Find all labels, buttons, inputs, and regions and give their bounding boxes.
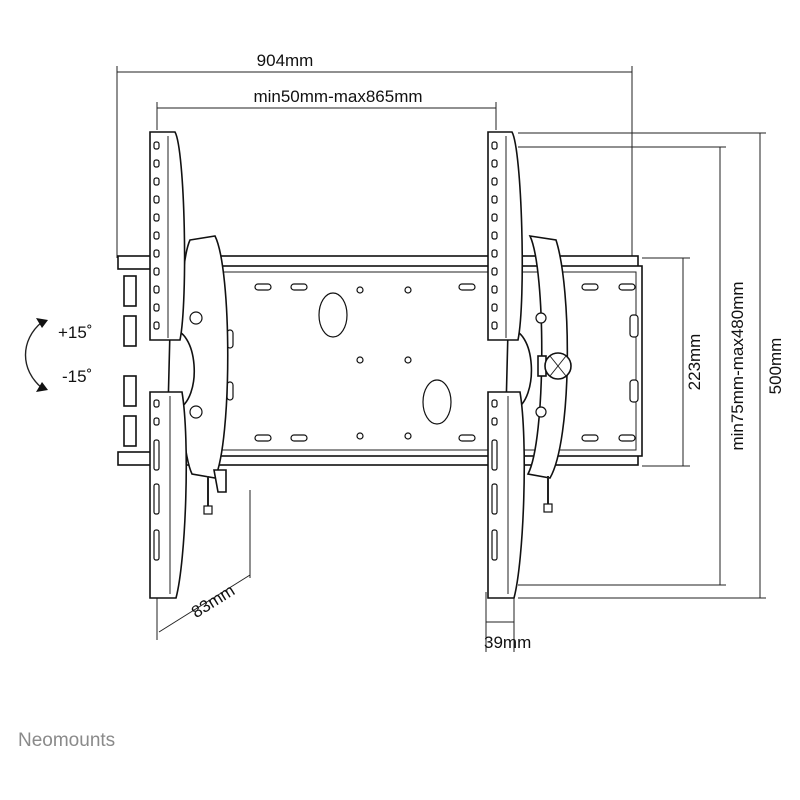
wall-plate-small-holes	[356, 286, 412, 440]
wall-plate-top-slots	[254, 283, 636, 291]
arm-thickness-label: 39mm	[484, 633, 531, 652]
hole-spacing-height-dimension: min75mm-max480mm	[518, 146, 747, 586]
wall-plate	[211, 265, 643, 457]
wall-plate-oval-hole	[422, 379, 452, 425]
overall-width-label: 904mm	[257, 51, 314, 70]
wall-plate-body	[211, 265, 643, 457]
right-mounting-arm	[487, 131, 572, 599]
right-tilt-knob-icon	[537, 352, 572, 380]
brand-logo: Neomounts	[18, 730, 115, 751]
tilt-up-label: +15˚	[58, 323, 93, 342]
tilt-indicator: +15˚ -15˚	[24, 318, 93, 392]
tilt-arc-arrow-icon	[24, 321, 43, 389]
wall-distance-label: 83mm	[188, 581, 238, 622]
arm-thickness-dimension: 39mm	[484, 592, 531, 652]
right-arm-holes	[491, 141, 498, 330]
hole-spacing-width-dimension: min50mm-max865mm	[156, 87, 497, 130]
tilt-down-label: -15˚	[62, 367, 92, 386]
plate-height-label: 223mm	[685, 334, 704, 391]
left-tilt-bolt-icon	[189, 311, 203, 325]
right-safety-screw-icon	[543, 503, 553, 513]
wall-plate-bottom-slots	[254, 434, 636, 442]
overall-height-dimension: 500mm	[518, 132, 785, 599]
plate-height-dimension: 223mm	[642, 257, 704, 467]
wall-plate-oval-hole	[318, 292, 348, 338]
left-mounting-arm	[149, 131, 229, 599]
overall-width-dimension: 904mm	[116, 51, 633, 258]
hole-spacing-width-label: min50mm-max865mm	[253, 87, 422, 106]
hole-spacing-height-label: min75mm-max480mm	[728, 281, 747, 450]
overall-height-label: 500mm	[766, 338, 785, 395]
left-spacer-blocks	[123, 275, 137, 447]
left-arm-holes	[153, 141, 160, 330]
left-safety-screw-icon	[203, 505, 213, 515]
